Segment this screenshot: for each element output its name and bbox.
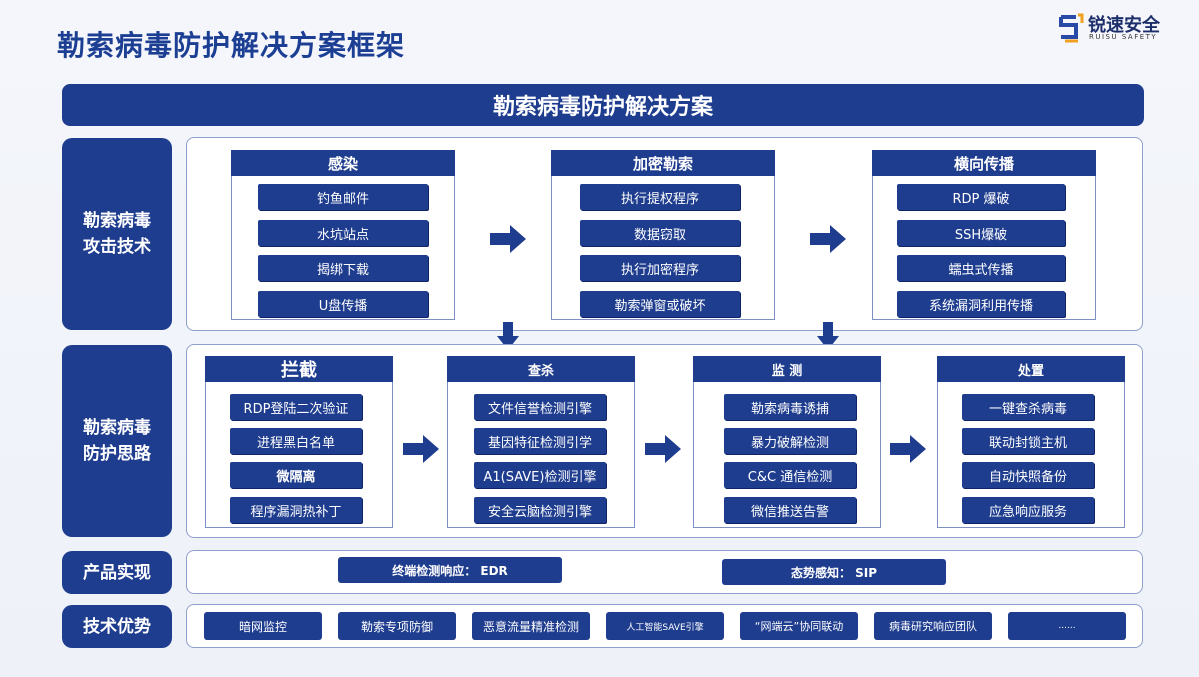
advantage-item: ...... <box>1008 612 1126 640</box>
intercept-group: 拦截 RDP登陆二次验证 进程黑白名单 微隔离 程序漏洞热补丁 <box>205 356 393 528</box>
page-title: 勒索病毒防护解决方案框架 <box>57 29 406 62</box>
infection-group: 感染 钓鱼邮件 水坑站点 揭绑下载 U盘传播 <box>231 150 455 320</box>
infection-title: 感染 <box>231 150 455 176</box>
attack-item: 揭绑下载 <box>258 255 428 281</box>
advantage-item: “网端云”协同联动 <box>740 612 858 640</box>
down-arrow-icon <box>817 322 839 350</box>
product-implementation-label: 产品实现 <box>62 551 172 594</box>
logo-subtext: RUISU SAFETY <box>1089 33 1158 41</box>
lateral-spread-title: 横向传播 <box>872 150 1096 176</box>
advantage-item: 勒索专项防御 <box>338 612 456 640</box>
attack-item: RDP 爆破 <box>897 184 1065 210</box>
encryption-group: 加密勒索 执行提权程序 数据窃取 执行加密程序 勒索弹窗或破坏 <box>551 150 775 320</box>
attack-item: 系统漏洞利用传播 <box>897 291 1065 317</box>
attack-item: 数据窃取 <box>580 220 740 246</box>
defense-item: 进程黑白名单 <box>230 428 362 454</box>
defense-item: 微信推送告警 <box>724 497 856 523</box>
right-arrow-icon <box>403 435 439 463</box>
brand-logo: 锐速安全 RUISU SAFETY <box>1058 10 1188 46</box>
defense-item: 暴力破解检测 <box>724 428 856 454</box>
defense-item: 应急响应服务 <box>962 497 1094 523</box>
attack-item: 蠕虫式传播 <box>897 255 1065 281</box>
attack-item: 勒索弹窗或破坏 <box>580 291 740 317</box>
attack-item: 执行提权程序 <box>580 184 740 210</box>
advantage-item: 恶意流量精准检测 <box>472 612 590 640</box>
scan-kill-title: 查杀 <box>447 356 635 382</box>
response-group: 处置 一键查杀病毒 联动封锁主机 自动快照备份 应急响应服务 <box>937 356 1125 528</box>
defense-item: 勒索病毒诱捕 <box>724 394 856 420</box>
attack-item: 水坑站点 <box>258 220 428 246</box>
product-panel <box>186 550 1143 594</box>
defense-item: 程序漏洞热补丁 <box>230 497 362 523</box>
advantage-item: 病毒研究响应团队 <box>874 612 992 640</box>
scan-kill-group: 查杀 文件信誉检测引擎 基因特征检测引学 A1(SAVE)检测引擎 安全云脑检测… <box>447 356 635 528</box>
attack-item: 执行加密程序 <box>580 255 740 281</box>
product-edr: 终端检测响应： EDR <box>338 557 562 583</box>
logo-icon <box>1059 13 1084 43</box>
logo-text: 锐速安全 <box>1088 15 1160 36</box>
defense-item: 文件信誉检测引擎 <box>474 394 606 420</box>
intercept-title: 拦截 <box>205 356 393 382</box>
response-title: 处置 <box>937 356 1125 382</box>
encryption-title: 加密勒索 <box>551 150 775 176</box>
attack-item: SSH爆破 <box>897 220 1065 246</box>
defense-item: 微隔离 <box>230 462 362 488</box>
defense-label-line1: 勒索病毒 <box>83 418 151 438</box>
defense-item: 自动快照备份 <box>962 462 1094 488</box>
attack-item: 钓鱼邮件 <box>258 184 428 210</box>
attack-techniques-label: 勒索病毒 攻击技术 <box>62 138 172 330</box>
right-arrow-icon <box>645 435 681 463</box>
defense-item: 基因特征检测引学 <box>474 428 606 454</box>
defense-item: 一键查杀病毒 <box>962 394 1094 420</box>
attack-item: U盘传播 <box>258 291 428 317</box>
lateral-spread-group: 横向传播 RDP 爆破 SSH爆破 蠕虫式传播 系统漏洞利用传播 <box>872 150 1096 320</box>
defense-item: C&C 通信检测 <box>724 462 856 488</box>
advantage-item: 人工智能SAVE引擎 <box>606 612 724 640</box>
monitor-group: 监 测 勒索病毒诱捕 暴力破解检测 C&C 通信检测 微信推送告警 <box>693 356 881 528</box>
defense-item: 联动封锁主机 <box>962 428 1094 454</box>
defense-item: 安全云脑检测引擎 <box>474 497 606 523</box>
right-arrow-icon <box>490 225 526 253</box>
attack-label-line2: 攻击技术 <box>83 237 151 257</box>
attack-label-line1: 勒索病毒 <box>83 211 151 231</box>
right-arrow-icon <box>810 225 846 253</box>
down-arrow-icon <box>497 322 519 350</box>
product-sip: 态势感知： SIP <box>722 559 946 585</box>
technical-advantage-label: 技术优势 <box>62 605 172 648</box>
advantage-item: 暗网监控 <box>204 612 322 640</box>
solution-banner: 勒索病毒防护解决方案 <box>62 84 1144 126</box>
defense-approach-label: 勒索病毒 防护思路 <box>62 345 172 537</box>
defense-item: A1(SAVE)检测引擎 <box>474 462 606 488</box>
right-arrow-icon <box>890 435 926 463</box>
defense-item: RDP登陆二次验证 <box>230 394 362 420</box>
monitor-title: 监 测 <box>693 356 881 382</box>
defense-label-line2: 防护思路 <box>83 444 151 464</box>
